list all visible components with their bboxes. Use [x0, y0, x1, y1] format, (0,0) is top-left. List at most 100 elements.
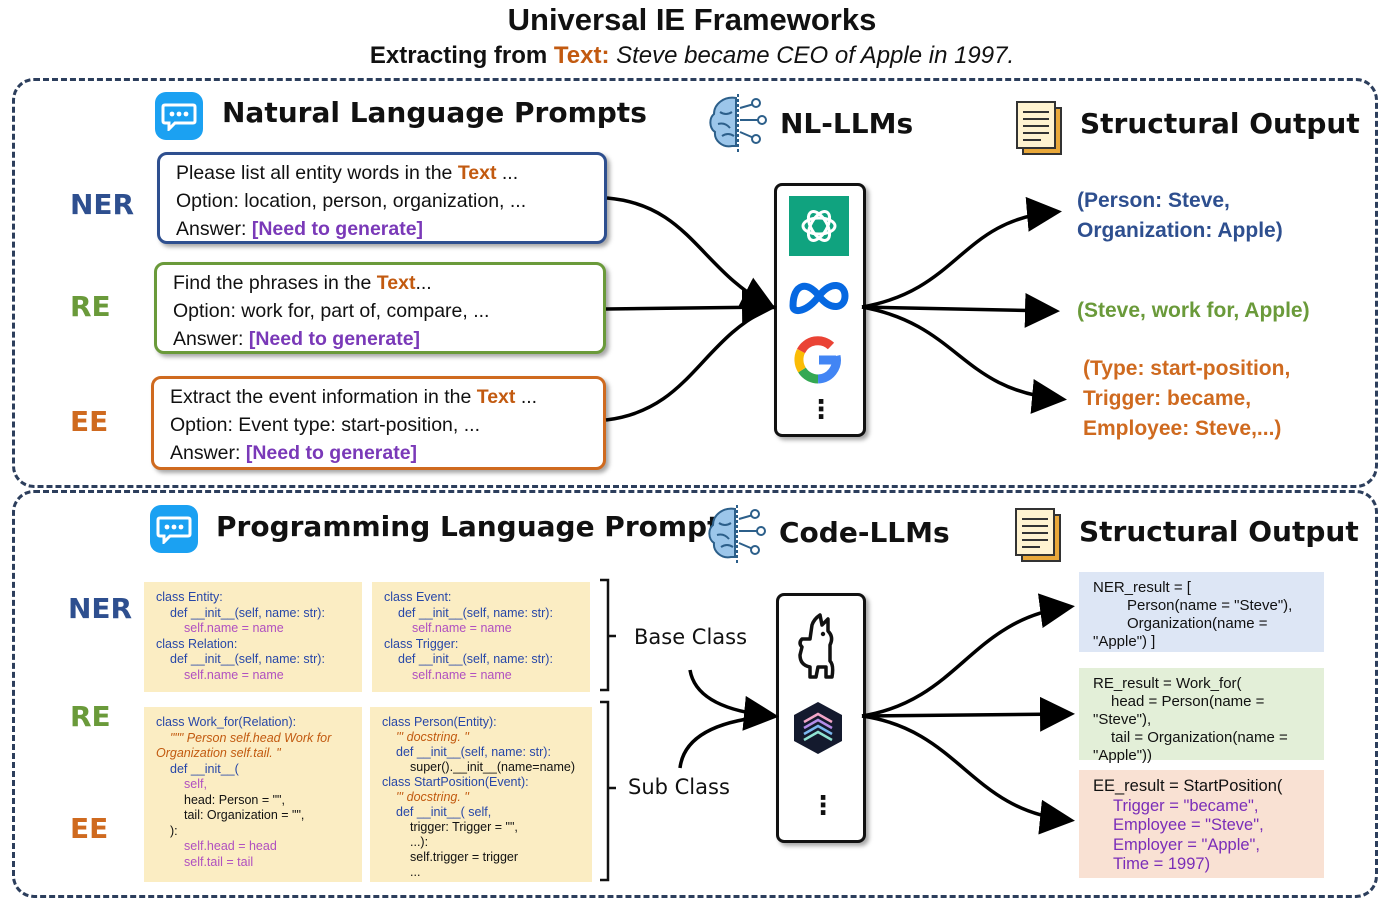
pl-section	[12, 490, 1378, 898]
document-icon	[1013, 100, 1065, 161]
task-label-re: RE	[70, 700, 111, 733]
document-icon	[1012, 507, 1064, 568]
answer-value: [Need to generate]	[248, 328, 421, 350]
result-line: RE_result = Work_for(	[1093, 675, 1242, 692]
llama-logo-icon	[790, 611, 846, 686]
arrow-base-to-codellm	[688, 669, 779, 731]
task-label-ner: NER	[68, 592, 133, 625]
code-line: def __init__(self, name: str):	[170, 605, 325, 620]
chat-bubble-icon	[155, 92, 203, 140]
arrow-llm-to-ner	[861, 196, 1062, 309]
nl-section	[12, 78, 1378, 488]
result-line: Trigger = "became",	[1113, 796, 1259, 815]
text-highlight: Text	[457, 162, 497, 184]
output-line: Trigger: became,	[1083, 387, 1252, 410]
code-line: ''' docstring. ''	[396, 790, 470, 804]
more-models-icon: ⋮	[808, 394, 834, 424]
output-line: (Person: Steve,	[1077, 189, 1230, 212]
code-block-sub-work-for: class Work_for(Relation):""" Person self…	[144, 707, 362, 882]
arrow-codellm-to-ner	[861, 593, 1075, 718]
task-label-ner: NER	[70, 188, 135, 221]
code-line: self.name = name	[412, 667, 512, 682]
code-line: self.tail = tail	[184, 854, 254, 869]
result-line: "Steve"),	[1093, 711, 1152, 728]
chat-bubble-icon	[150, 505, 198, 553]
subtitle: Extracting from Text: Steve became CEO o…	[0, 42, 1384, 70]
code-line: super().__init__(name=name)	[410, 760, 576, 774]
result-line: Employer = "Apple",	[1113, 835, 1260, 854]
arrow-llm-to-ee	[861, 305, 1067, 414]
result-line: head = Person(name =	[1111, 693, 1265, 710]
braces	[600, 578, 616, 882]
code-line: class Trigger:	[384, 636, 459, 651]
code-line: self.name = name	[184, 667, 284, 682]
output-line: (Steve, work for, Apple)	[1077, 299, 1310, 322]
code-line: def __init__(self, name: str):	[396, 745, 551, 759]
code-line: class Person(Entity):	[382, 715, 497, 729]
prompt-text-end: ...	[415, 272, 432, 294]
ee-prompt-box: Extract the event information in the Tex…	[151, 376, 606, 470]
arrow-codellm-to-ee	[861, 714, 1075, 835]
code-line: tail: Organization = "",	[184, 808, 305, 822]
arrow-ner-to-llm	[606, 196, 777, 310]
text-highlight: Text	[376, 272, 416, 294]
result-line: "Apple") ]	[1093, 633, 1156, 650]
arrow-ee-to-llm	[605, 306, 771, 422]
ner-prompt-box: Please list all entity words in the Text…	[157, 152, 607, 244]
code-line: class Event:	[384, 590, 452, 604]
code-line: ...):	[410, 835, 429, 849]
prompt-option: Option: location, person, organization, …	[176, 190, 527, 212]
code-line: ''' docstring. ''	[396, 730, 470, 744]
text-highlight: Text	[476, 386, 516, 408]
arrow-llm-to-re	[861, 292, 1060, 328]
subtitle-sentence: Steve became CEO of Apple in 1997.	[616, 42, 1015, 69]
result-line: Person(name = "Steve"),	[1127, 597, 1293, 614]
prompt-option: Option: work for, part of, compare, ...	[173, 300, 490, 322]
result-line: NER_result = [	[1093, 579, 1191, 596]
result-line: Time = 1997)	[1113, 855, 1211, 873]
prompt-text-end: ...	[515, 386, 538, 408]
base-class-label: Base Class	[634, 625, 748, 649]
ee-result-box: EE_result = StartPosition(Trigger = "bec…	[1079, 770, 1324, 878]
code-line: Organization self.tail. "	[156, 746, 281, 760]
prompt-text: Please list all entity words in the	[176, 162, 458, 184]
output-line: Organization: Apple)	[1077, 219, 1283, 242]
sub-class-label: Sub Class	[628, 775, 730, 799]
task-label-ee: EE	[70, 405, 109, 438]
nl-output-header: Structural Output	[1080, 107, 1360, 140]
arrow-sub-to-codellm	[678, 714, 773, 769]
re-prompt-box: Find the phrases in the Text... Option: …	[154, 262, 606, 354]
prompt-text-end: ...	[496, 162, 519, 184]
answer-value: [Need to generate]	[245, 442, 418, 464]
answer-label: Answer:	[176, 218, 252, 240]
code-line: class Entity:	[156, 590, 223, 604]
pl-output-header: Structural Output	[1079, 515, 1359, 548]
nl-prompts-header: Natural Language Prompts	[222, 96, 647, 129]
prompt-text: Extract the event information in the	[170, 386, 477, 408]
arrow-codellm-to-re	[861, 696, 1075, 732]
output-line: (Type: start-position,	[1083, 357, 1291, 380]
openai-logo-icon	[789, 196, 849, 261]
code-line: def __init__( self,	[396, 805, 492, 819]
answer-label: Answer:	[170, 442, 246, 464]
code-line: self.head = head	[184, 839, 277, 853]
result-line: tail = Organization(name =	[1111, 729, 1288, 746]
arrow-re-to-llm	[605, 289, 777, 325]
code-line: self.name = name	[184, 621, 284, 635]
code-line: class StartPosition(Event):	[382, 775, 529, 789]
code-line: ):	[170, 823, 178, 838]
google-logo-icon	[792, 334, 844, 391]
base-class-brace	[600, 578, 616, 692]
answer-value: [Need to generate]	[251, 218, 424, 240]
code-block-base-entity: class Entity:def __init__(self, name: st…	[144, 582, 362, 692]
code-line: def __init__(	[170, 761, 239, 776]
result-line: Organization(name =	[1127, 615, 1268, 632]
code-line: class Relation:	[156, 636, 238, 651]
ee-output: (Type: start-position, Trigger: became, …	[1083, 354, 1290, 444]
ner-output: (Person: Steve, Organization: Apple)	[1077, 186, 1283, 246]
code-block-sub-person: class Person(Entity):''' docstring. ''de…	[370, 707, 592, 882]
answer-label: Answer:	[173, 328, 249, 350]
prompt-option: Option: Event type: start-position, ...	[170, 414, 480, 436]
brain-icon	[706, 92, 768, 159]
